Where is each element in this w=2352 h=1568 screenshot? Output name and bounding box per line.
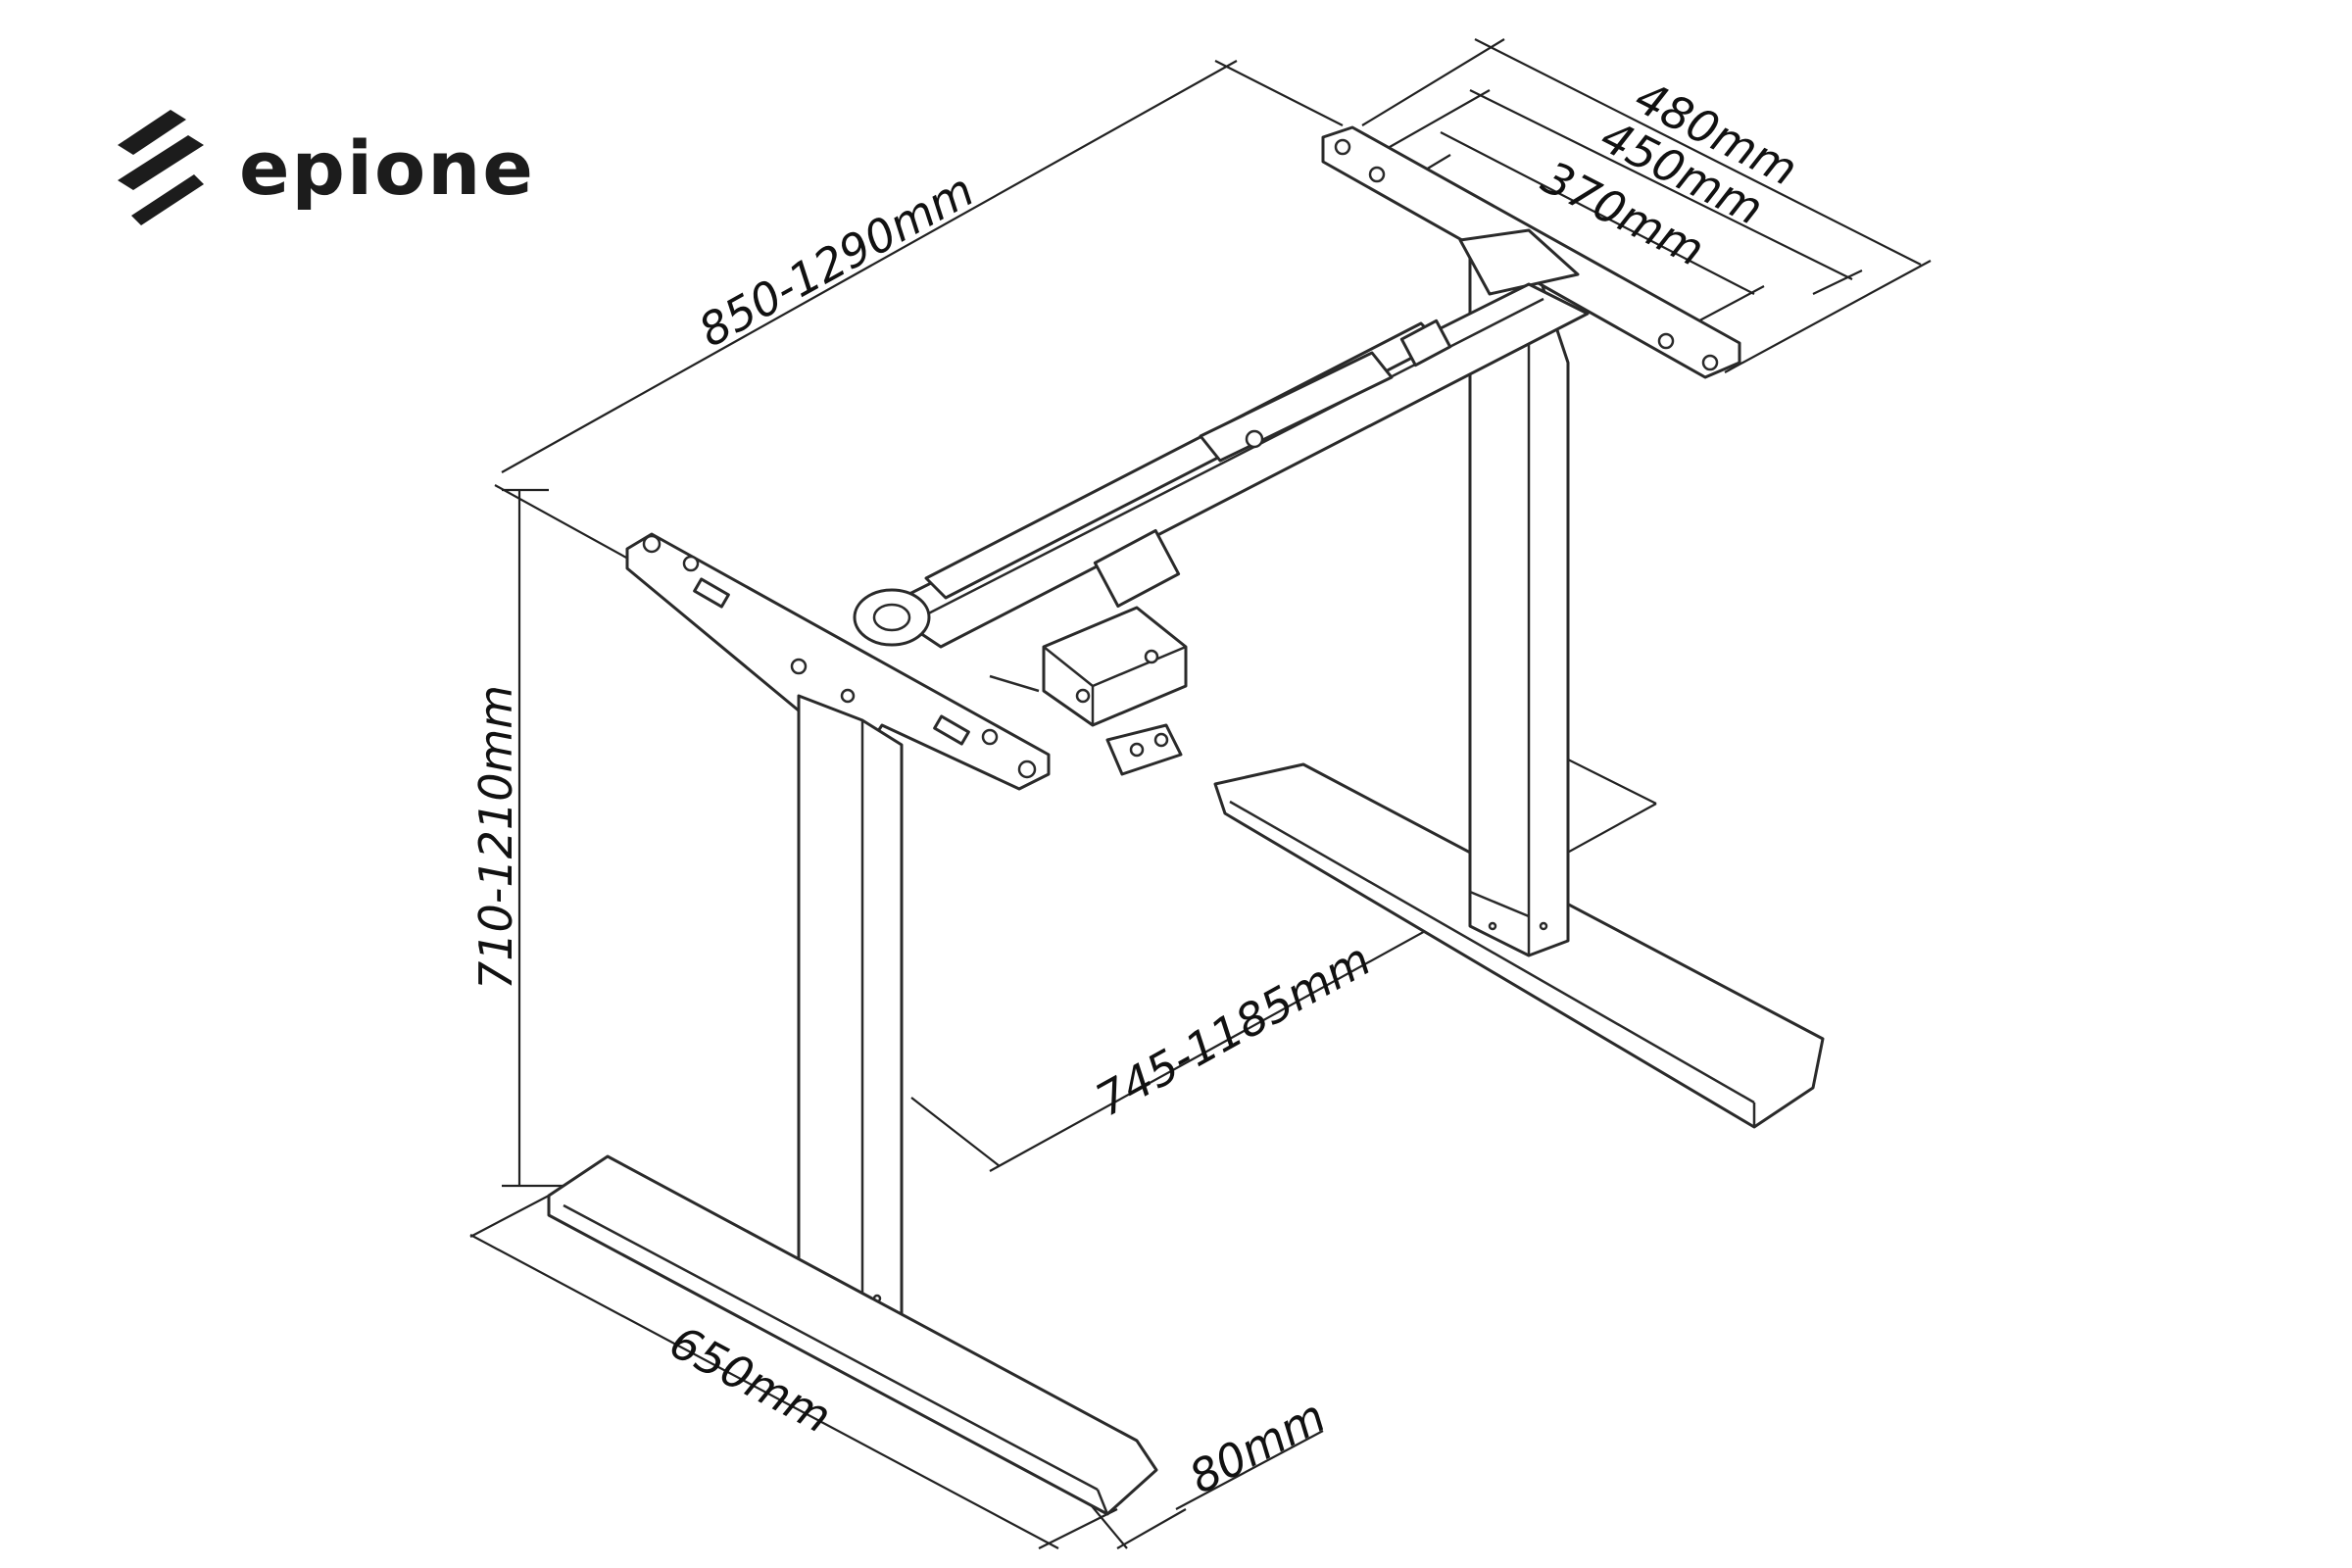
front-top-bracket (625, 532, 1051, 791)
dimension-foot-spacing: 745-1185mm (1087, 933, 1379, 1127)
rear-top-bracket (1321, 125, 1741, 379)
front-foot (547, 1154, 1158, 1516)
dimension-frame-width: 850-1290mm (690, 164, 982, 358)
front-leg (797, 694, 904, 1345)
dimension-height: 710-1210mm (469, 685, 522, 990)
dimension-foot-width: 80mm (1181, 1389, 1334, 1503)
brand-name: epione (239, 124, 535, 212)
brand-logo: epione (110, 108, 535, 235)
brand-mark-icon (118, 110, 204, 225)
crossbar (880, 282, 1590, 649)
motor-housing (853, 588, 931, 647)
control-box (989, 606, 1188, 776)
